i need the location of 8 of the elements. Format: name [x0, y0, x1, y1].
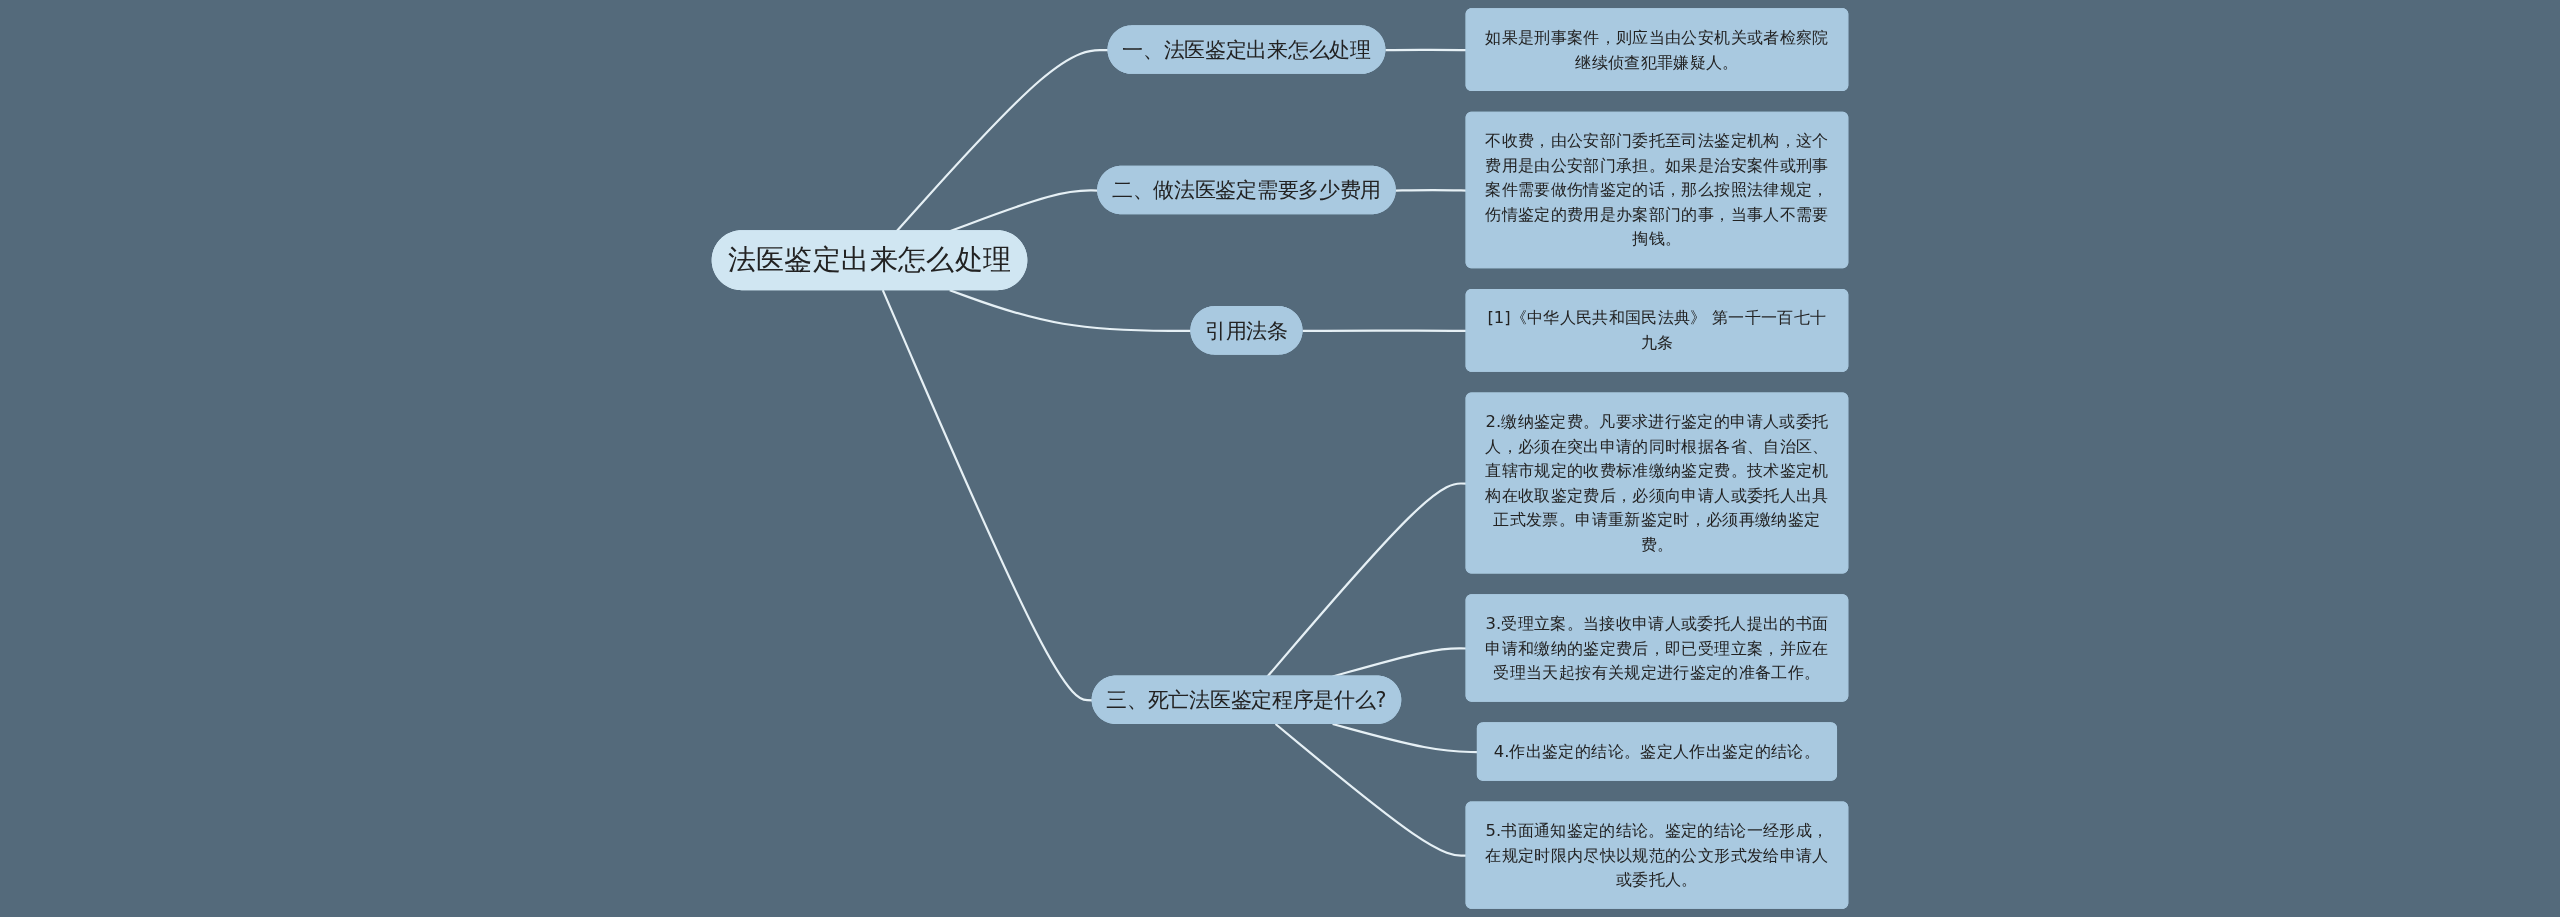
connector	[1274, 723, 1467, 857]
connector	[1385, 48, 1467, 52]
connector	[895, 48, 1109, 232]
connector	[1395, 189, 1467, 192]
connector	[1302, 329, 1467, 332]
connector	[1332, 722, 1478, 754]
connector	[881, 289, 1093, 702]
connector	[1266, 482, 1467, 678]
